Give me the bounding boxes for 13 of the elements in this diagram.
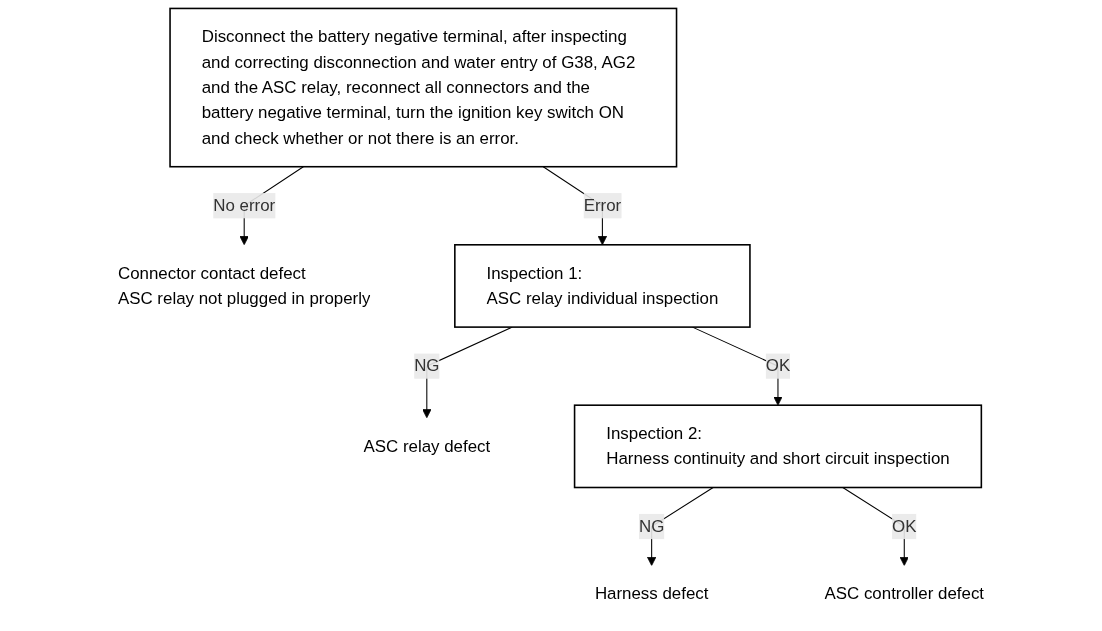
edge-label: NG [414, 356, 440, 375]
node-text: ASC relay defect [363, 436, 491, 455]
node-box: Inspection 1: ASC relay individual inspection [454, 244, 751, 328]
node-box: Disconnect the battery negative terminal, after inspecting and correcting disconnection and water entry of G38, AG2 and the ASC relay, reconnect all connectors and the battery negative terminal, turn the ignition key switch ON and check whether or not there is an error. [169, 7, 678, 168]
edge-label: Error [583, 196, 622, 215]
edge-label: No error [213, 196, 276, 215]
node-text: Connector contact defect ASC relay not plugged in properly [117, 263, 371, 308]
edge-label: NG [638, 517, 665, 535]
node-text: Harness defect [594, 584, 709, 603]
edge-label: OK [892, 517, 917, 535]
node-text: ASC controller defect [824, 584, 985, 603]
edge-label: OK [765, 356, 791, 375]
node-box: Inspection 2: Harness continuity and short circuit inspection [573, 404, 983, 489]
